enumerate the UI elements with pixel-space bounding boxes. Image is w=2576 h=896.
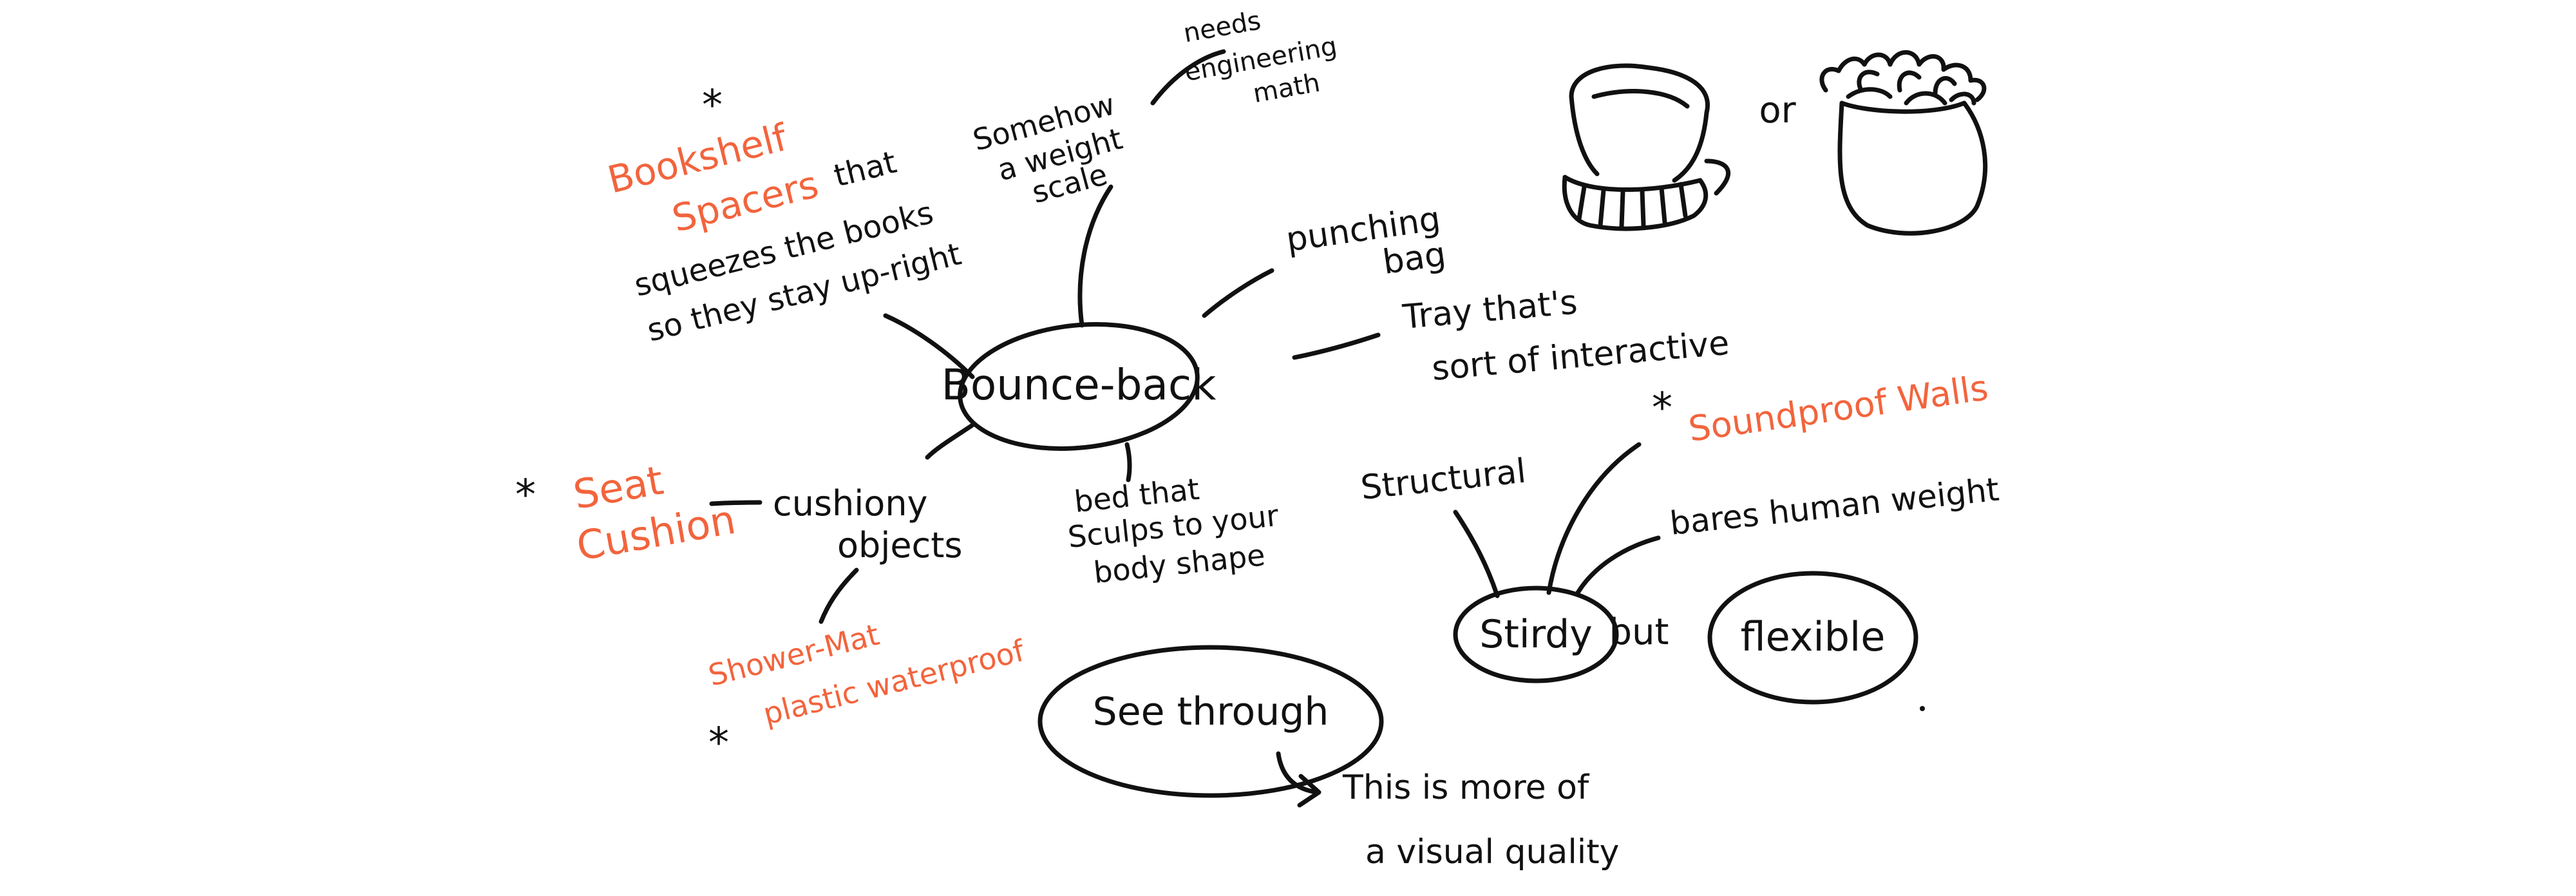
line-bares-to-sturdy [1575, 535, 1661, 595]
sturdy-cluster: * Soundproof Walls Structural bares huma… [1359, 367, 2001, 711]
flexible-ellipse [1707, 571, 1918, 705]
line-to-bookshelf [883, 313, 975, 379]
see-through-label: See through [1093, 689, 1329, 734]
line-to-tray [1292, 332, 1381, 360]
connector-lines [709, 49, 1381, 624]
line-soundproof-to-sturdy [1546, 442, 1642, 595]
starred-mark-bookshelf: * [702, 82, 723, 129]
branch-engineering-note: needs engineering math [1181, 6, 1339, 109]
starred-shower-mat: Shower-Mat plastic waterproof * [705, 617, 1029, 767]
line-to-bed [1124, 442, 1132, 482]
see-through-group: See through This is more of a visual qua… [1037, 645, 1619, 872]
pot-sketch-icon [1819, 50, 1988, 236]
branch-weight-scale: Somehow a weight scale [969, 86, 1126, 210]
see-through-note-line-1: This is more of [1342, 768, 1590, 807]
or-label: or [1759, 90, 1796, 131]
starred-mark-soundproof: * [1652, 385, 1672, 432]
soundproof-walls-label: Soundproof Walls [1686, 367, 1991, 450]
flexible-dot [1920, 706, 1925, 711]
line-to-weight-scale [1077, 184, 1113, 328]
see-through-arrow-head [1297, 774, 1321, 808]
sketch-cushion-or-pot: or [1562, 50, 1988, 236]
tray-line-2: sort of interactive [1430, 324, 1731, 388]
center-ellipse [958, 322, 1200, 451]
sturdy-ellipse [1453, 586, 1619, 683]
center-label: Bounce-back [942, 360, 1217, 410]
cushion-sketch-icon [1562, 63, 1731, 231]
bares-human-weight-label: bares human weight [1668, 471, 2001, 542]
engineering-line-1: needs [1181, 6, 1263, 48]
starred-mark-shower: * [708, 720, 729, 767]
but-label: but [1609, 611, 1669, 653]
line-seat-to-cushiony [709, 500, 762, 506]
bookshelf-title-suffix: that [830, 144, 900, 195]
see-through-arrow-curve [1276, 751, 1320, 795]
line-structural-to-sturdy [1453, 510, 1500, 598]
structural-label: Structural [1359, 452, 1528, 508]
line-weight-to-engineering [1150, 49, 1226, 106]
branch-bed: bed that Sculps to your body shape [1066, 472, 1280, 590]
see-through-ellipse [1037, 645, 1384, 798]
line-to-punching-bag [1202, 268, 1274, 318]
punching-bag-line-2: bag [1380, 235, 1448, 282]
starred-mark-seat: * [515, 472, 536, 519]
starred-seat-cushion: * Seat Cushion [515, 457, 739, 570]
cushiony-line-1: cushiony [773, 483, 928, 524]
branch-tray: Tray that's sort of interactive [1401, 283, 1731, 388]
branch-bookshelf: * Bookshelf Spacers that squeezes the bo… [603, 82, 965, 349]
center-node: Bounce-back [942, 322, 1217, 451]
see-through-note-line-2: a visual quality [1365, 833, 1619, 872]
sturdy-label: Stirdy [1479, 612, 1593, 657]
flexible-label: flexible [1741, 613, 1886, 660]
branch-punching-bag: punching bag [1283, 200, 1448, 282]
line-to-cushiony [925, 423, 975, 460]
cushiony-line-2: objects [837, 525, 963, 566]
line-cushiony-to-shower [819, 567, 859, 624]
branch-cushiony: cushiony objects [773, 483, 963, 566]
tray-line-1: Tray that's [1401, 283, 1579, 338]
